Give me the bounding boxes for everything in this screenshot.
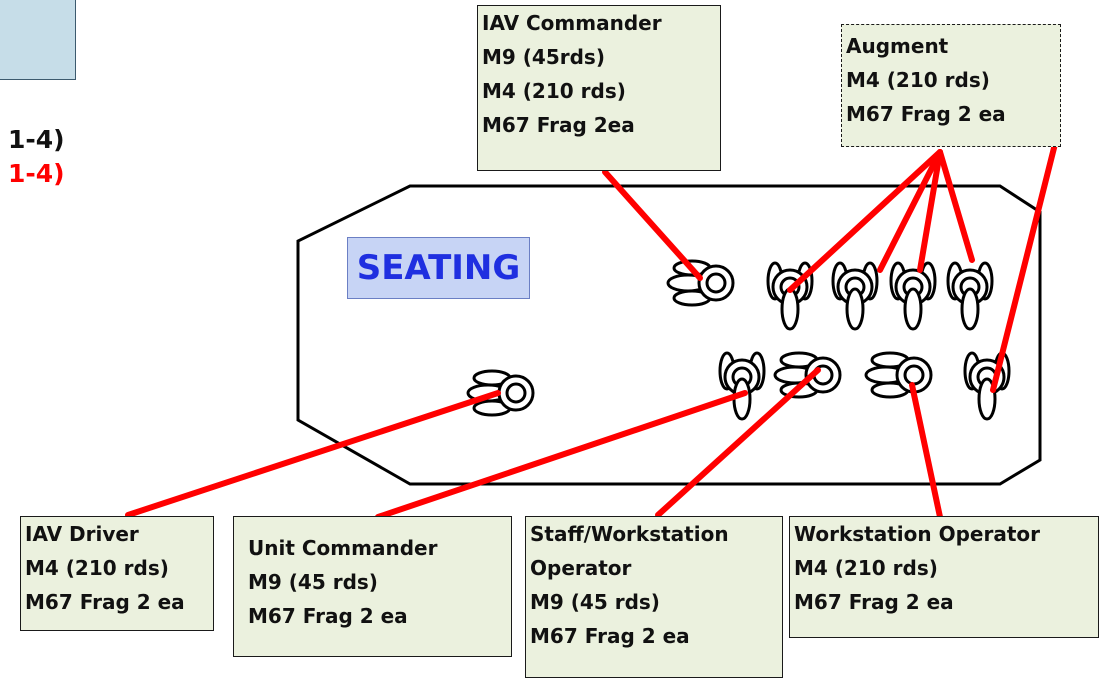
iav-commander-frag: M67 Frag 2ea — [482, 113, 635, 137]
augment-title: Augment — [846, 34, 949, 58]
box-augment: Augment M4 (210 rds) M67 Frag 2 ea — [841, 24, 1061, 147]
workstation-operator-frag: M67 Frag 2 ea — [794, 590, 954, 614]
iav-driver-weapon: M4 (210 rds) — [25, 556, 169, 580]
workstation-operator-title: Workstation Operator — [794, 522, 1040, 546]
staff-workstation-frag: M67 Frag 2 ea — [530, 624, 690, 648]
leader-line-workstation-operator — [909, 382, 943, 520]
seating-label: SEATING — [347, 237, 530, 299]
unit-commander-weapon: M9 (45 rds) — [248, 570, 378, 594]
leader-line-augment-1 — [787, 149, 943, 293]
unit-commander-title: Unit Commander — [248, 536, 438, 560]
leader-line-augment-4 — [937, 149, 975, 263]
seat-rear-4 — [946, 261, 994, 331]
seat-iav-commander — [666, 259, 735, 307]
box-iav-commander: IAV Commander M9 (45rds) M4 (210 rds) M6… — [477, 5, 721, 171]
box-staff-workstation: Staff/Workstation Operator M9 (45 rds) M… — [525, 516, 783, 678]
box-iav-driver: IAV Driver M4 (210 rds) M67 Frag 2 ea — [20, 516, 214, 631]
leader-line-iav-driver — [125, 390, 501, 518]
seat-rear-2 — [831, 261, 879, 331]
seat-lower-1 — [718, 351, 766, 421]
box-workstation-operator: Workstation Operator M4 (210 rds) M67 Fr… — [789, 516, 1099, 638]
seat-unit-commander — [773, 351, 842, 399]
side-label-1: 1-4) — [8, 125, 65, 154]
leader-line-augment-2 — [877, 149, 943, 273]
iav-commander-weapon-1: M9 (45rds) — [482, 45, 605, 69]
leader-line-augment-3 — [917, 149, 943, 273]
side-label-2: 1-4) — [8, 159, 65, 188]
iav-driver-frag: M67 Frag 2 ea — [25, 590, 185, 614]
iav-commander-title: IAV Commander — [482, 11, 662, 35]
staff-workstation-weapon: M9 (45 rds) — [530, 590, 660, 614]
staff-workstation-role: Operator — [530, 556, 632, 580]
leader-line-iav-commander — [602, 169, 703, 281]
augment-weapon: M4 (210 rds) — [846, 68, 990, 92]
iav-driver-title: IAV Driver — [25, 522, 139, 546]
unit-commander-frag: M67 Frag 2 ea — [248, 604, 408, 628]
leader-lines — [125, 137, 1059, 520]
workstation-operator-weapon: M4 (210 rds) — [794, 556, 938, 580]
augment-frag: M67 Frag 2 ea — [846, 102, 1006, 126]
leader-line-staff-workstation — [655, 367, 821, 518]
iav-commander-weapon-2: M4 (210 rds) — [482, 79, 626, 103]
leader-line-unit-commander — [375, 390, 748, 520]
seat-rear-3 — [889, 261, 937, 331]
leader-line-augment-5 — [990, 137, 1059, 393]
box-unit-commander: Unit Commander M9 (45 rds) M67 Frag 2 ea — [233, 516, 512, 657]
staff-workstation-title: Staff/Workstation — [530, 522, 729, 546]
corner-box — [0, 0, 76, 80]
seat-workstation-operator — [864, 351, 933, 399]
